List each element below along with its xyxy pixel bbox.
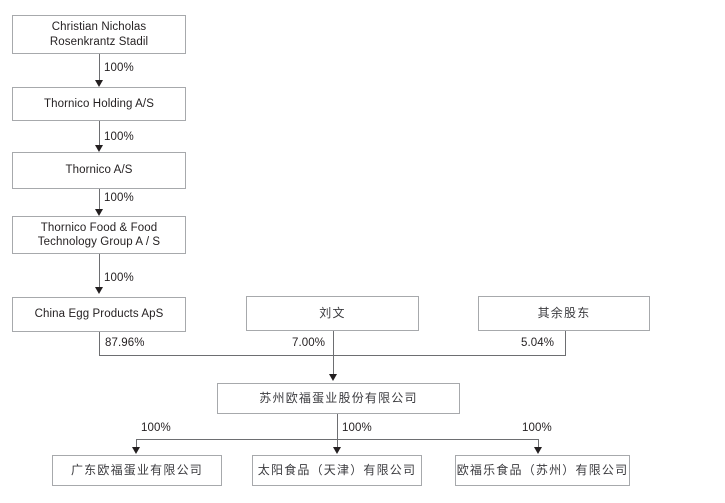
node-label: 太阳食品（天津）有限公司 <box>257 463 417 477</box>
node-china-egg-products[interactable]: China Egg Products ApS <box>12 297 186 332</box>
edge-chinaegg-stub <box>99 332 100 355</box>
edge-issuer-to-guangdong-arrow <box>132 447 140 454</box>
edge-chinaegg-to-issuer-percent: 87.96% <box>105 337 145 349</box>
node-label: 苏州欧福蛋业股份有限公司 <box>259 391 418 405</box>
node-label: China Egg Products ApS <box>34 308 164 321</box>
edge-others-stub <box>565 331 566 355</box>
node-label: 刘文 <box>319 306 346 320</box>
node-label: 广东欧福蛋业有限公司 <box>70 463 203 477</box>
node-thornico-food[interactable]: Thornico Food & Food Technology Group A … <box>12 216 186 254</box>
edge-as-to-food-percent: 100% <box>104 192 134 204</box>
edge-issuer-to-tianjin-arrow <box>333 447 341 454</box>
node-label: Thornico A/S <box>65 164 133 177</box>
edge-holding-to-as-arrow <box>95 145 103 152</box>
edge-issuer-to-suzhou-arrow <box>534 447 542 454</box>
edge-issuer-to-suzhou-line <box>538 439 539 449</box>
node-label: Thornico Holding A/S <box>43 97 155 110</box>
node-thornico-holding[interactable]: Thornico Holding A/S <box>12 87 186 121</box>
node-label: 欧福乐食品（苏州）有限公司 <box>456 463 629 477</box>
edge-as-to-food-line <box>99 189 100 210</box>
edge-as-to-food-arrow <box>95 209 103 216</box>
node-label: Thornico Food & Food Technology Group A … <box>37 221 161 248</box>
node-other-shareholders[interactable]: 其余股东 <box>478 296 650 331</box>
node-liu-wen[interactable]: 刘文 <box>246 296 419 331</box>
node-thornico-as[interactable]: Thornico A/S <box>12 152 186 189</box>
edge-holding-to-as-percent: 100% <box>104 131 134 143</box>
edge-issuer-to-suzhou-percent: 100% <box>522 422 552 434</box>
edge-holding-to-as-line <box>99 121 100 146</box>
shareholder-bus-line <box>99 355 566 356</box>
edge-food-to-chinaegg-percent: 100% <box>104 272 134 284</box>
edge-others-to-issuer-percent: 5.04% <box>521 337 555 349</box>
edge-food-to-chinaegg-arrow <box>95 287 103 294</box>
edge-issuer-to-guangdong-line <box>136 439 137 449</box>
edge-issuer-to-guangdong-percent: 100% <box>141 422 171 434</box>
edge-owner-to-holding-arrow <box>95 80 103 87</box>
node-issuer[interactable]: 苏州欧福蛋业股份有限公司 <box>217 383 460 414</box>
edge-liuwen-stub <box>333 331 334 355</box>
edge-liuwen-to-issuer-percent: 7.00% <box>292 337 326 349</box>
edge-bus-to-issuer-line <box>333 355 334 376</box>
edge-owner-to-holding-line <box>99 54 100 81</box>
node-label: 其余股东 <box>537 306 591 320</box>
node-subsidiary-guangdong[interactable]: 广东欧福蛋业有限公司 <box>52 455 222 486</box>
edge-owner-to-holding-percent: 100% <box>104 62 134 74</box>
edge-bus-to-issuer-arrow <box>329 374 337 381</box>
edge-issuer-drop-line <box>337 414 338 440</box>
edge-food-to-chinaegg-line <box>99 254 100 288</box>
node-subsidiary-tianjin[interactable]: 太阳食品（天津）有限公司 <box>252 455 422 486</box>
node-ultimate-owner[interactable]: Christian Nicholas Rosenkrantz Stadil <box>12 15 186 54</box>
node-subsidiary-suzhou[interactable]: 欧福乐食品（苏州）有限公司 <box>455 455 630 486</box>
edge-issuer-to-tianjin-line <box>337 439 338 449</box>
node-label: Christian Nicholas Rosenkrantz Stadil <box>49 21 149 48</box>
edge-issuer-to-tianjin-percent: 100% <box>342 422 372 434</box>
